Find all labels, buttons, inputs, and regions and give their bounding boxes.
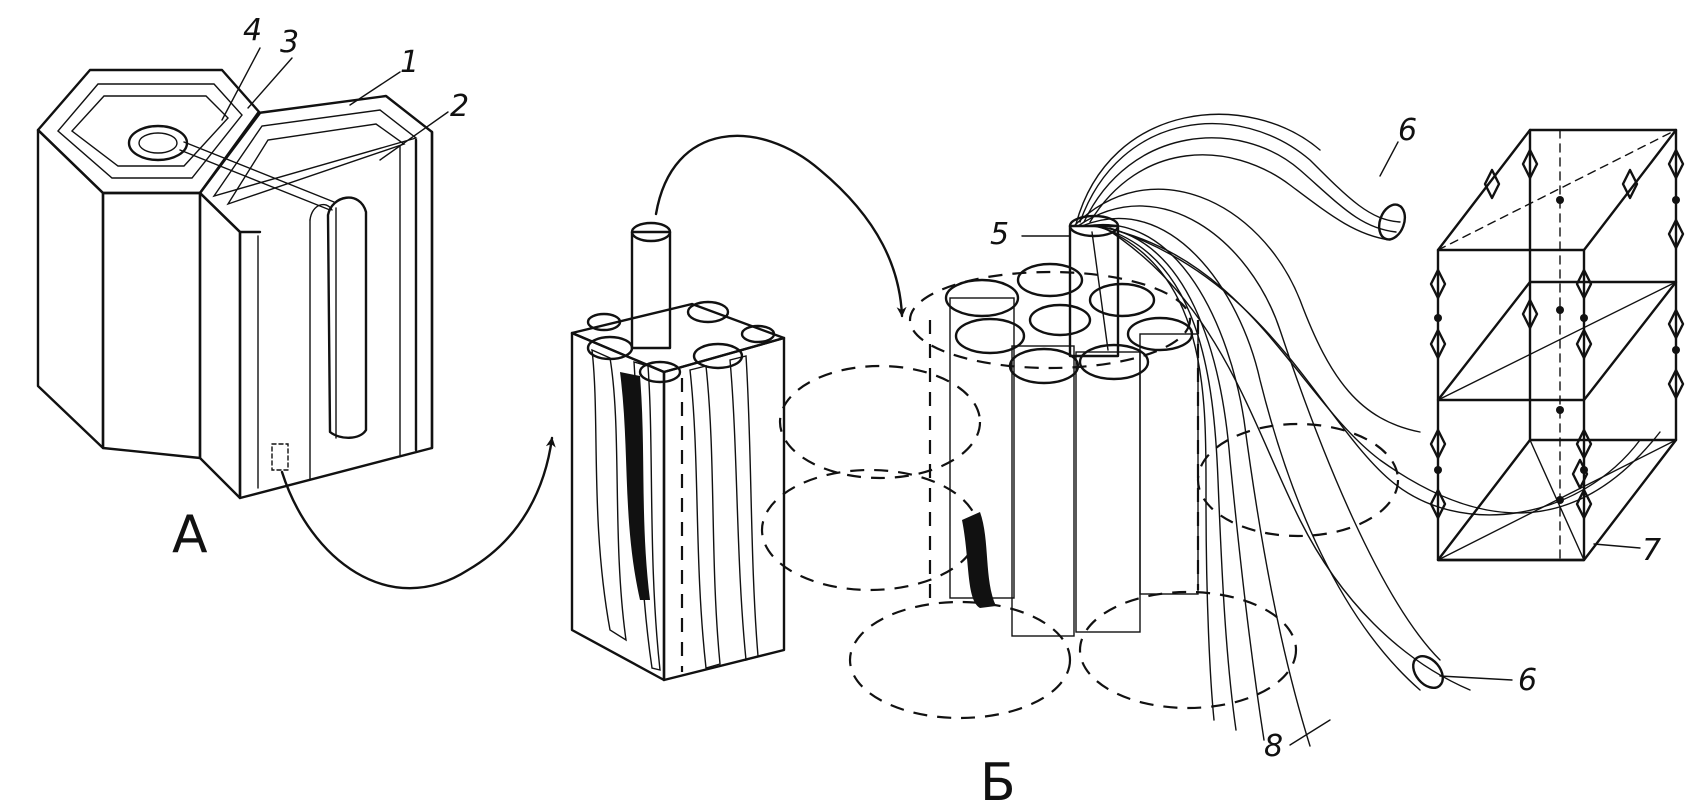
section-b-label: Б: [980, 753, 1016, 803]
label-1: 1: [400, 45, 419, 80]
left-hexagonal-cell: [36, 68, 262, 460]
zoom-arrow-2: [654, 134, 907, 318]
section-a-label: А: [172, 505, 208, 565]
label-6-top: 6: [1398, 113, 1417, 148]
right-cut-cell: [179, 94, 434, 500]
sheath-ring-bottom: [1412, 655, 1444, 689]
label-8: 8: [1264, 729, 1283, 764]
molecular-lattice: 7: [1429, 128, 1685, 568]
label-3: 3: [280, 25, 299, 60]
fibril-block: [570, 221, 786, 682]
label-5: 5: [990, 217, 1009, 252]
label-2: 2: [450, 89, 469, 124]
label-6-bottom: 6: [1518, 663, 1537, 698]
section-a-cells: 4 3 1 2 А: [36, 13, 469, 565]
fibril-strands: [1073, 113, 1661, 747]
zoom-region: [271, 443, 289, 471]
label-7: 7: [1642, 533, 1661, 568]
zoom-arrow-1: [280, 436, 556, 590]
section-b-bundle: 5 6 6 8 Б: [760, 113, 1661, 803]
label-4: 4: [243, 13, 262, 48]
pit-4: [127, 124, 189, 162]
sheath-ring-top: [1377, 203, 1407, 241]
